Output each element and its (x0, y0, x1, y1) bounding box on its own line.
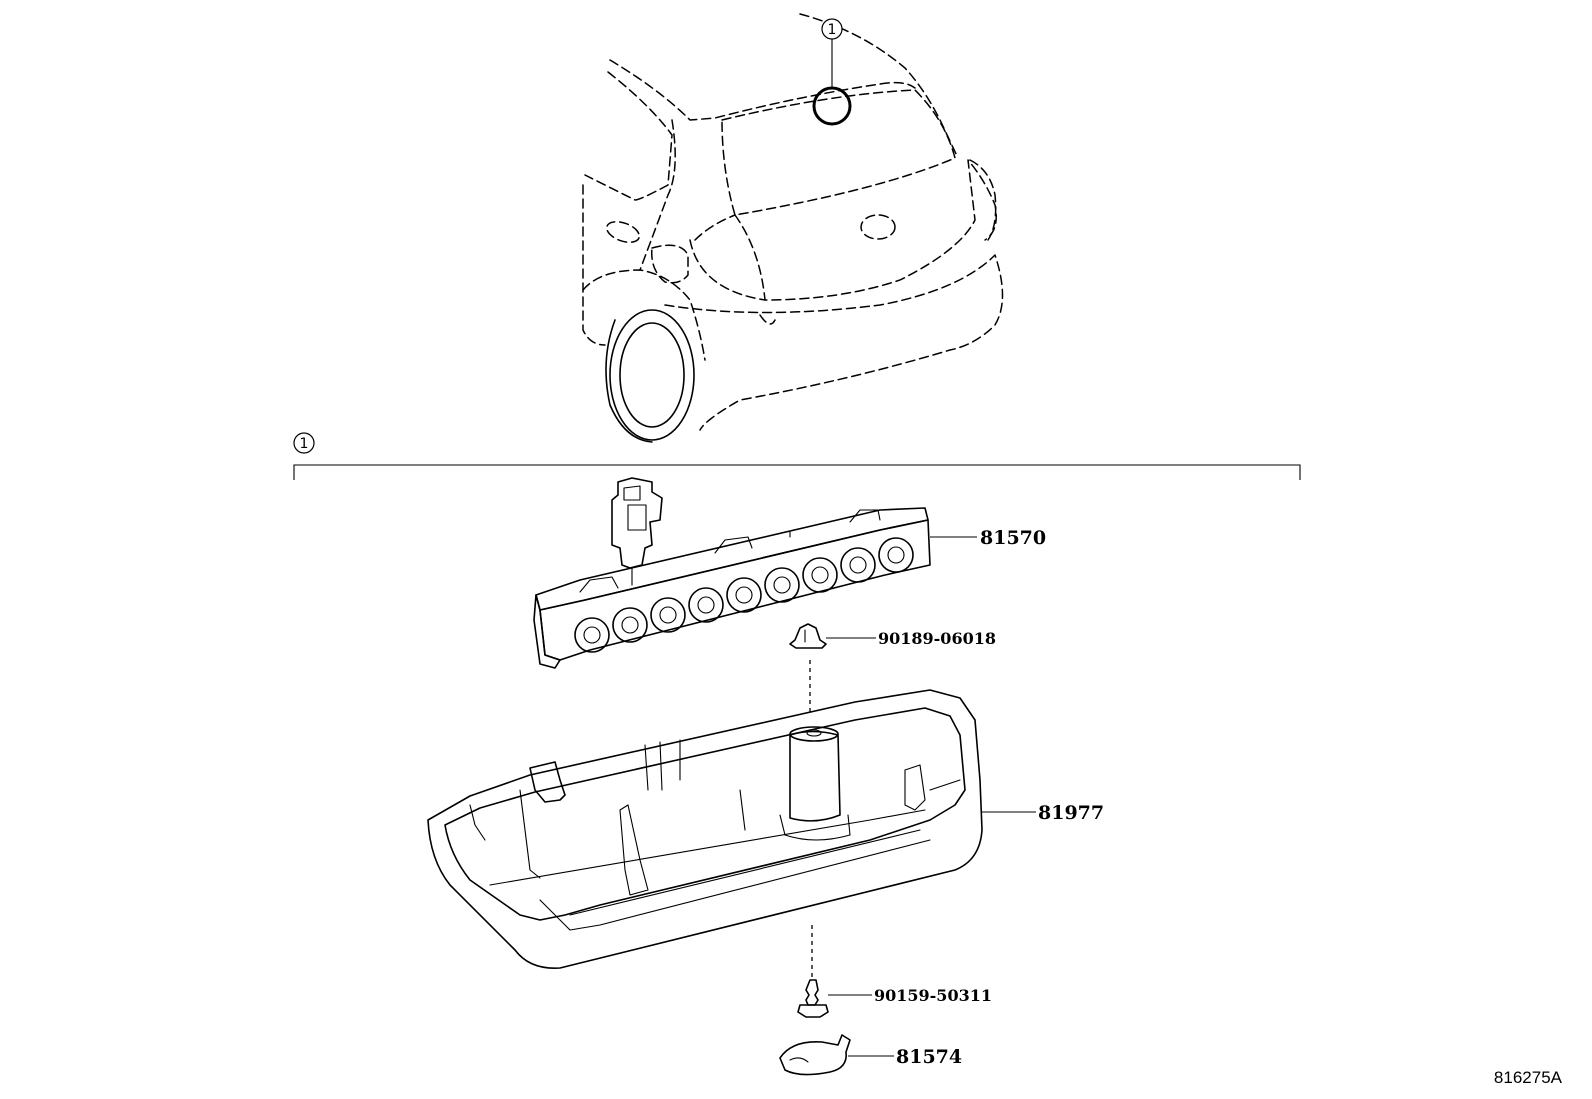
led-3-inner (659, 606, 677, 624)
illustration-code: 816275A (1494, 1068, 1563, 1087)
screw-boss-hole (806, 729, 822, 737)
part-number-81574: 81574 (896, 1046, 962, 1068)
cover-floor-edge (489, 809, 926, 886)
led-8-inner (849, 556, 867, 574)
cap-part: 81574 (779, 1034, 962, 1076)
led-3 (650, 597, 686, 633)
cover-groove (569, 829, 921, 916)
side-marker (605, 220, 641, 244)
led-4 (688, 587, 724, 623)
led-4-inner (697, 596, 715, 614)
body-side (582, 184, 606, 346)
callout-number-section: 1 (300, 436, 309, 452)
roof-rear-edge (609, 59, 916, 121)
part-number-81570: 81570 (980, 527, 1046, 549)
cap-edge (789, 1057, 809, 1063)
bumper-crease (759, 314, 776, 325)
c-pillar (639, 119, 676, 271)
led-6 (764, 567, 800, 603)
tail-lamp-left (689, 239, 766, 301)
led-5 (726, 577, 762, 613)
lamp-tab-2 (714, 536, 753, 554)
cover-left-rib (469, 804, 486, 841)
led-array (574, 537, 914, 653)
fuel-lid (651, 244, 689, 284)
screw-part: 90159-50311 (797, 979, 992, 1018)
rear-bumper (664, 254, 1004, 431)
led-6-inner (773, 576, 791, 594)
cover-inner-clip (619, 804, 649, 896)
emblem (860, 214, 896, 240)
section-bracket-line (293, 464, 1301, 480)
callout-circle-top (821, 18, 843, 40)
led-8 (840, 547, 876, 583)
rear-wheel-rim (619, 322, 685, 428)
screw-shank (805, 979, 819, 1006)
tail-lamp-right (969, 159, 997, 241)
cover-rib-2 (659, 741, 663, 791)
part-number-90189-06018: 90189-06018 (878, 629, 996, 648)
screw-boss-top (789, 726, 839, 742)
connector-latch (623, 485, 641, 501)
roof-line (799, 13, 959, 159)
cover-right-ridge (929, 779, 961, 791)
led-1 (574, 617, 610, 653)
led-5-inner (735, 586, 753, 604)
cover-inner-rim (444, 707, 966, 921)
lamp-top-surface (535, 507, 929, 611)
led-1-inner (583, 626, 601, 644)
cover-rib-1 (644, 744, 649, 791)
vehicle-rear-illustration: 1 (582, 13, 1004, 443)
part-number-81977: 81977 (1038, 802, 1104, 824)
part-number-90159-50311: 90159-50311 (874, 986, 992, 1005)
clip-part: 90189-06018 (789, 623, 996, 715)
led-7 (802, 557, 838, 593)
lamp-tab-3 (849, 509, 881, 523)
led-2 (612, 607, 648, 643)
callout-circle-section (293, 432, 315, 454)
rear-window (721, 89, 956, 216)
clip (789, 623, 827, 649)
tire-edge (605, 319, 653, 443)
screw-boss (789, 730, 841, 822)
cap (779, 1034, 851, 1076)
high-mount-lamp-assy: 81570 (533, 477, 1046, 669)
screw-boss-base (779, 814, 851, 841)
cover-right-tab (904, 764, 926, 811)
led-9 (878, 537, 914, 573)
high-mount-lamp-location (812, 86, 852, 126)
led-9-inner (887, 546, 905, 564)
wheel-arch (582, 269, 706, 361)
connector (611, 477, 663, 569)
lamp-tab-1 (579, 576, 619, 593)
lamp-left-end (533, 594, 561, 669)
side-window (584, 71, 673, 201)
cover-left-wall (519, 789, 541, 879)
rear-wheel (609, 309, 695, 441)
screw-head (797, 1004, 829, 1018)
connector-body (627, 504, 647, 531)
cover-floor-front (539, 839, 931, 931)
led-2-inner (621, 616, 639, 634)
tail-lamp-top (694, 214, 736, 241)
section-bracket: 1 (293, 432, 1301, 480)
callout-number-top: 1 (828, 22, 837, 38)
lamp-cover-part: 81977 (427, 689, 1104, 980)
led-7-inner (811, 566, 829, 584)
cover-rib-4 (739, 789, 746, 831)
cover-outer-shell (427, 689, 983, 969)
back-door (734, 159, 997, 301)
cover-left-hook (529, 761, 566, 803)
